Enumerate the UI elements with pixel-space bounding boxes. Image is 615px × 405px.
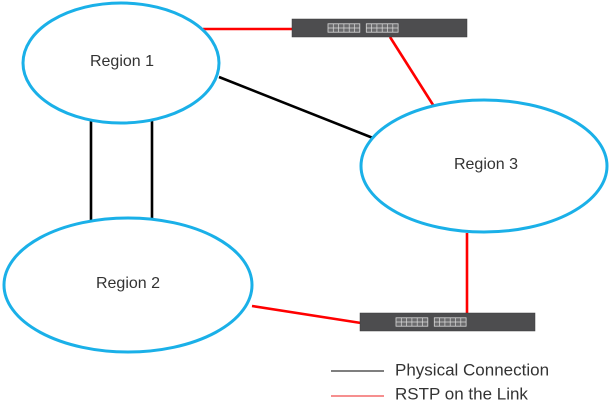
region-2-ellipse <box>2 216 254 354</box>
legend: Physical Connection RSTP on the Link <box>331 360 549 403</box>
switch-top[interactable] <box>291 18 468 38</box>
link-region1-region3 <box>218 75 374 140</box>
region-2[interactable]: Region 2 <box>2 216 254 354</box>
legend-label-physical: Physical Connection <box>395 360 549 379</box>
links <box>89 27 469 325</box>
region-3-ellipse <box>359 98 609 234</box>
region-3-label: Region 3 <box>454 156 518 173</box>
link-switch-top-region3 <box>388 36 437 109</box>
region-1[interactable]: Region 1 <box>21 1 221 125</box>
switch-bottom[interactable] <box>359 312 536 332</box>
link-region2-switch-bottom <box>251 304 362 325</box>
region-2-label: Region 2 <box>96 275 160 292</box>
region-1-label: Region 1 <box>90 53 154 70</box>
region-1-ellipse <box>21 1 221 125</box>
legend-item-rstp: RSTP on the Link <box>331 384 528 403</box>
legend-label-rstp: RSTP on the Link <box>395 384 528 403</box>
region-3[interactable]: Region 3 <box>359 98 609 234</box>
legend-item-physical: Physical Connection <box>331 360 549 379</box>
